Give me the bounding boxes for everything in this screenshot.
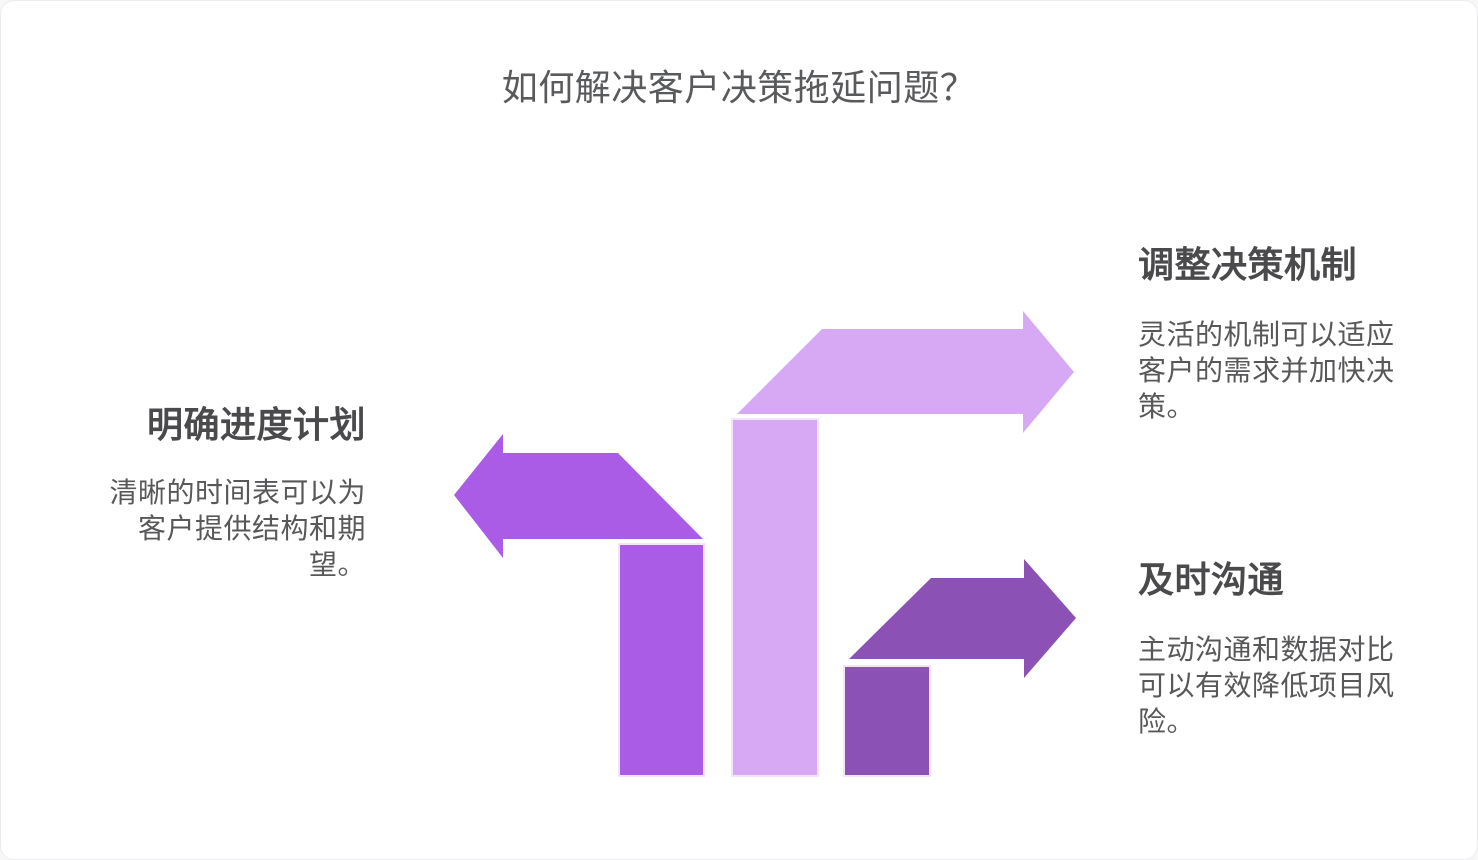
item-mechanism-body: 灵活的机制可以适应客户的需求并加快决策。 [1138,319,1395,422]
arrow-up-right-bend-shape [737,311,1074,433]
item-plan: 明确进度计划 清晰的时间表可以为客户提供结构和期望。 [96,403,366,583]
item-mechanism: 调整决策机制 灵活的机制可以适应客户的需求并加快决策。 [1138,243,1402,425]
page-title: 如何解决客户决策拖延问题？ [501,67,977,108]
item-plan-body: 清晰的时间表可以为客户提供结构和期望。 [109,477,366,580]
item-communication: 及时沟通 主动沟通和数据对比可以有效降低项目风险。 [1138,558,1402,740]
item-plan-heading: 明确进度计划 [146,404,366,445]
arrow-up-right-mechanism-icon [731,311,1074,777]
arrow-up-right-bar-shape [731,418,819,777]
arrow-right-communication-icon [843,559,1076,777]
arrow-right-bar-shape [843,665,931,777]
arrow-right-bend-shape [849,559,1076,678]
arrow-left-plan-icon [454,434,705,777]
item-communication-heading: 及时沟通 [1138,559,1285,600]
arrow-left-bar-shape [618,543,705,777]
arrow-left-bend-shape [454,434,703,558]
item-mechanism-heading: 调整决策机制 [1138,244,1358,285]
item-communication-body: 主动沟通和数据对比可以有效降低项目风险。 [1138,634,1395,737]
